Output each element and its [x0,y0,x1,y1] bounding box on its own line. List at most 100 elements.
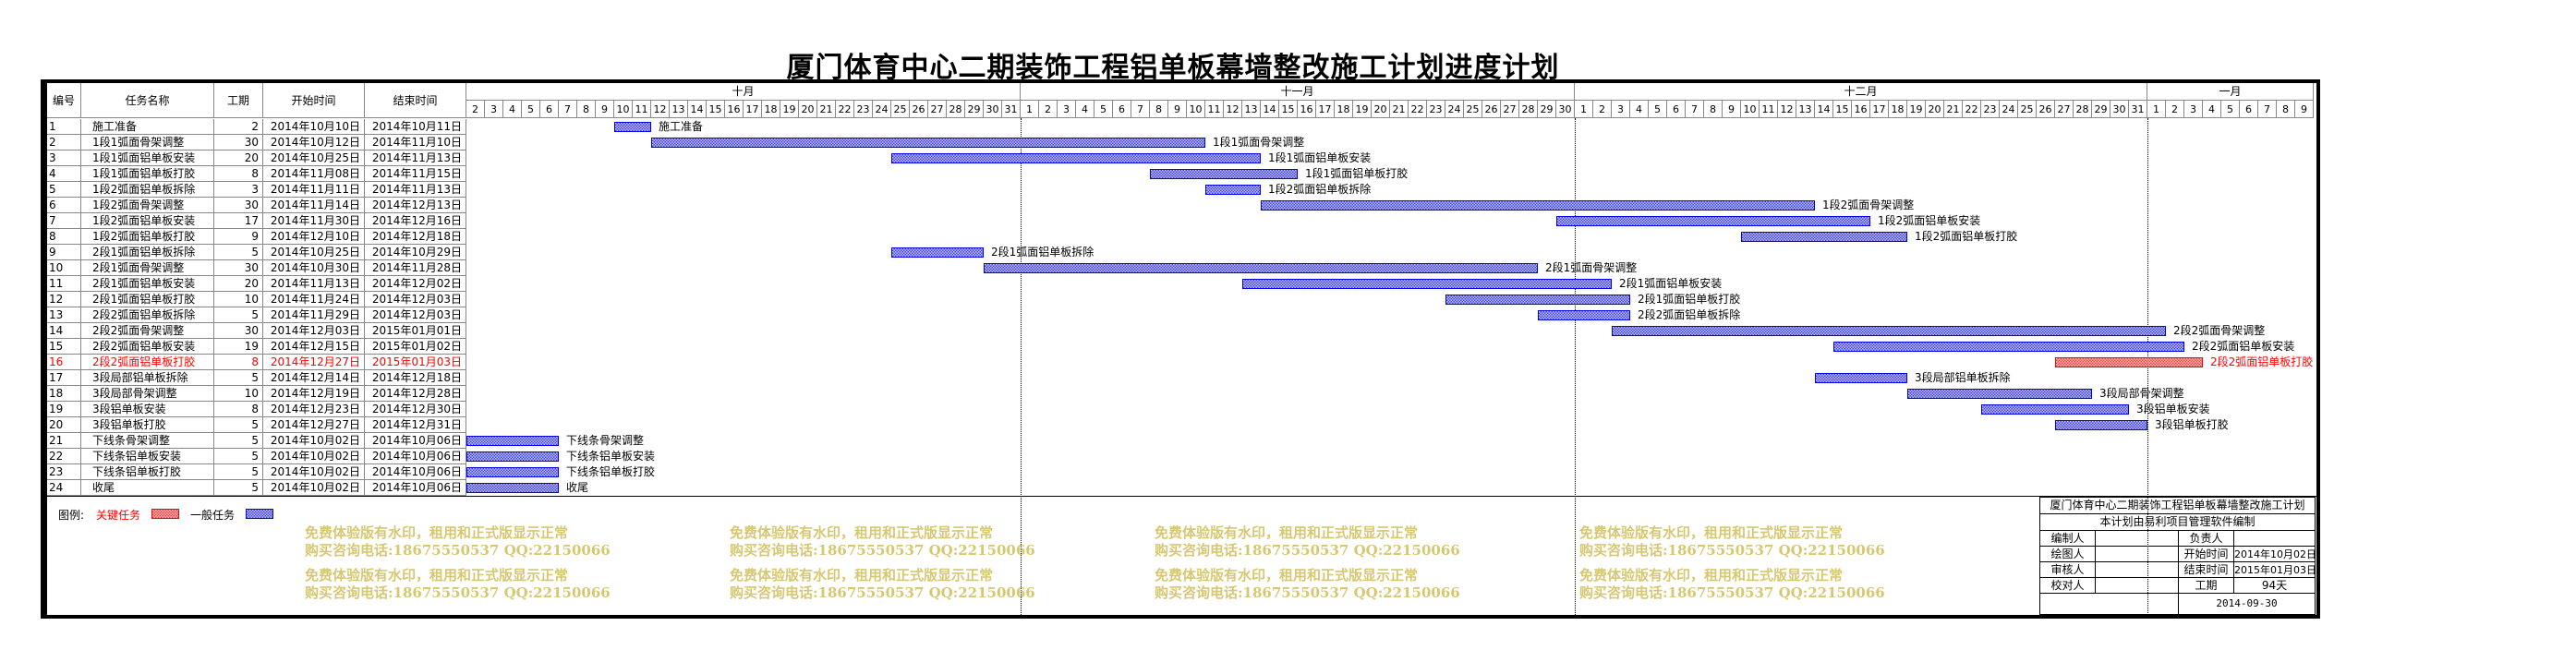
task-bar[interactable] [1741,232,1907,242]
task-start: 2014年10月02日 [263,449,365,464]
task-name: 3段局部骨架调整 [81,386,214,402]
day-header: 14 [1261,101,1279,118]
task-bar[interactable] [1205,185,1261,195]
day-header: 4 [1076,101,1094,118]
task-name: 1段2弧面铝单板安装 [81,213,214,229]
day-header: 19 [1353,101,1372,118]
task-bar[interactable] [1556,216,1870,226]
task-bar[interactable] [466,467,559,477]
footer-drawer-label: 绘图人 [2039,546,2096,562]
task-start: 2014年10月10日 [263,119,365,135]
task-id: 12 [47,292,81,307]
task-bar[interactable] [2055,420,2147,430]
task-start: 2014年12月14日 [263,370,365,386]
task-bar[interactable] [1612,326,2166,336]
task-name: 下线条铝单板安装 [81,449,214,464]
task-duration: 9 [214,229,263,245]
task-bar[interactable] [651,138,1205,148]
task-bar-label: 3段铝单板安装 [2136,403,2210,415]
task-bar-label: 2段2弧面铝单板打胶 [2210,355,2314,368]
watermark: 免费体验版有水印，租用和正式版显示正常购买咨询电话:18675550537 QQ… [1155,524,1460,560]
day-header: 18 [1335,101,1353,118]
day-header: 10 [614,101,633,118]
task-bar-label: 收尾 [566,481,589,494]
footer-date: 2014-09-30 [2178,593,2316,615]
task-bar[interactable] [891,247,984,258]
day-header: 6 [1113,101,1131,118]
task-duration: 5 [214,370,263,386]
task-name: 2段2弧面铝单板拆除 [81,307,214,323]
day-header: 16 [1298,101,1316,118]
task-bar[interactable] [466,436,559,446]
task-bar[interactable] [1150,169,1298,179]
footer-end-value: 2015年01月03日 [2233,561,2316,578]
task-bar[interactable] [1538,310,1630,320]
month-divider-line [1575,118,1576,615]
page-title: 厦门体育中心二期装饰工程铝单板幕墙整改施工计划进度计划 [786,52,1560,84]
task-bar[interactable] [1445,295,1630,305]
task-id: 11 [47,276,81,292]
task-start: 2014年12月10日 [263,229,365,245]
task-end: 2014年12月13日 [365,198,466,213]
header-id: 编号 [47,83,81,118]
day-header: 27 [2055,101,2074,118]
day-header: 30 [984,101,1002,118]
task-bar[interactable] [1815,373,1907,383]
task-bar[interactable] [1833,342,2184,352]
watermark-line1: 免费体验版有水印，租用和正式版显示正常 [730,524,994,541]
task-bar[interactable] [1907,389,2092,399]
task-end: 2014年12月28日 [365,386,466,402]
task-bar[interactable] [1242,279,1612,289]
day-header: 22 [1409,101,1427,118]
critical-task-bar[interactable] [2055,357,2203,367]
day-header: 7 [2258,101,2277,118]
day-header: 12 [1224,101,1242,118]
task-bar[interactable] [466,451,559,462]
task-duration: 5 [214,464,263,480]
month-header: 十二月 [1575,83,2147,101]
day-header: 17 [744,101,762,118]
task-name: 2段2弧面铝单板安装 [81,339,214,355]
task-name: 3段局部铝单板拆除 [81,370,214,386]
task-duration: 30 [214,135,263,150]
footer-owner-label: 负责人 [2178,530,2234,547]
month-divider-line [1021,118,1022,615]
task-bar[interactable] [891,153,1261,163]
task-name: 3段铝单板打胶 [81,417,214,433]
task-id: 22 [47,449,81,464]
task-end: 2015年01月01日 [365,323,466,339]
day-header: 8 [1150,101,1168,118]
task-bar[interactable] [1981,404,2129,415]
task-id: 7 [47,213,81,229]
footer-start-label: 开始时间 [2178,546,2234,562]
watermark-line1: 免费体验版有水印，租用和正式版显示正常 [305,524,569,541]
task-bar[interactable] [1261,200,1815,211]
day-header: 9 [1168,101,1187,118]
day-header: 25 [2018,101,2037,118]
day-header: 18 [762,101,780,118]
task-end: 2014年12月02日 [365,276,466,292]
task-id: 16 [47,355,81,370]
task-bar-label: 1段2弧面铝单板安装 [1878,214,1981,227]
task-bar[interactable] [466,483,559,493]
day-header: 21 [1944,101,1963,118]
day-header: 2 [2166,101,2184,118]
task-bar-label: 1段1弧面铝单板安装 [1268,151,1372,164]
task-name: 2段1弧面铝单板拆除 [81,245,214,260]
task-duration: 8 [214,166,263,182]
task-start: 2014年10月25日 [263,150,365,166]
day-header: 2 [1593,101,1612,118]
day-header: 3 [1058,101,1076,118]
task-duration: 2 [214,119,263,135]
task-start: 2014年10月12日 [263,135,365,150]
day-header: 21 [1390,101,1409,118]
task-id: 24 [47,480,81,496]
day-header: 10 [1741,101,1760,118]
day-header: 11 [1760,101,1778,118]
task-end: 2014年10月06日 [365,480,466,496]
day-header: 19 [780,101,799,118]
legend-critical-swatch [151,509,179,519]
task-bar[interactable] [984,263,1538,273]
task-bar[interactable] [614,122,651,132]
watermark-line1: 免费体验版有水印，租用和正式版显示正常 [1579,524,1844,541]
